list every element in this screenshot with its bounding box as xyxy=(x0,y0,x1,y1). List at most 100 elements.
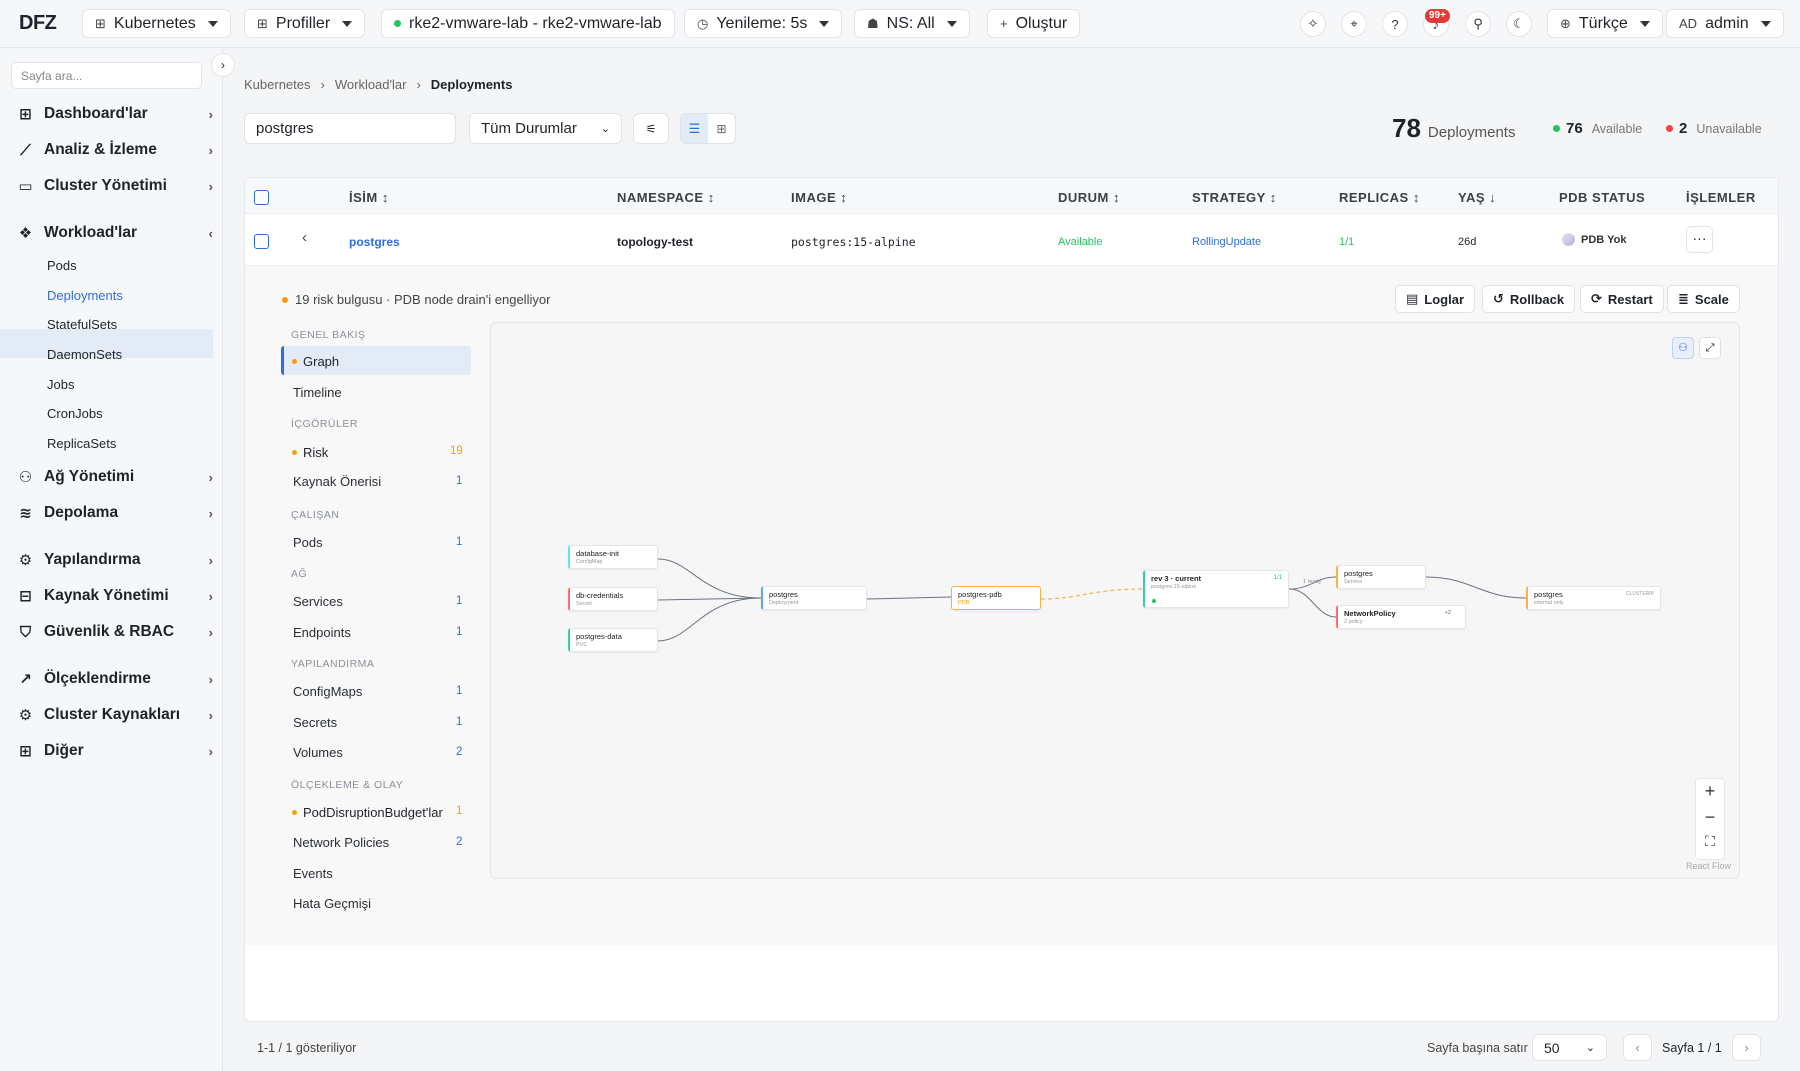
cluster-menu[interactable]: ⊞ Kubernetes xyxy=(82,9,231,38)
col-header-name[interactable]: İSİM ↕ xyxy=(349,190,389,205)
help-icon[interactable]: ? xyxy=(1382,11,1408,37)
react-flow-attribution[interactable]: React Flow xyxy=(1686,861,1732,871)
node-label: rev 3 · current xyxy=(1151,574,1202,583)
tab-services[interactable]: Services xyxy=(293,594,343,609)
sidebar-item-dashboards[interactable]: ⊞Dashboard'lar› xyxy=(17,102,213,126)
tab-timeline[interactable]: Timeline xyxy=(293,385,342,400)
namespace-selector[interactable]: ☗ NS: All xyxy=(854,9,970,38)
prev-page-button[interactable]: ‹ xyxy=(1623,1034,1652,1061)
page-search-input[interactable]: Sayfa ara... xyxy=(11,62,202,89)
sidebar-subitem-cronjobs[interactable]: CronJobs xyxy=(47,406,103,421)
breadcrumb-item[interactable]: Kubernetes xyxy=(244,77,311,92)
col-header-pdb: PDB STATUS xyxy=(1559,190,1645,205)
grid-view-icon[interactable]: ⊞ xyxy=(716,121,727,136)
scale-button[interactable]: ≣Scale xyxy=(1667,285,1740,313)
filter-settings-icon[interactable]: ⚟ xyxy=(633,113,669,144)
sidebar-item-cluster-resources[interactable]: ⚙Cluster Kaynakları› xyxy=(17,703,213,727)
tab-risk[interactable]: Risk xyxy=(292,445,328,460)
sidebar-collapse-button[interactable]: › xyxy=(211,53,235,77)
sidebar-subitem-statefulsets[interactable]: StatefulSets xyxy=(47,317,118,332)
rollback-button[interactable]: ↺Rollback xyxy=(1482,285,1576,313)
sidebar-subitem-deployments[interactable]: Deployments xyxy=(47,288,123,303)
row-age: 26d xyxy=(1458,236,1477,248)
col-header-strategy[interactable]: STRATEGY ↕ xyxy=(1192,190,1277,205)
sidebar-item-other[interactable]: ⊞Diğer› xyxy=(17,739,213,763)
tab-volumes[interactable]: Volumes xyxy=(293,745,343,760)
sidebar-item-storage[interactable]: ≋Depolama› xyxy=(17,501,213,525)
sidebar-item-resources[interactable]: ⊟Kaynak Yönetimi› xyxy=(17,584,213,608)
sidebar-item-analytics[interactable]: ⟋Analiz & İzleme› xyxy=(17,138,213,162)
endpoints-count: 1 xyxy=(456,626,463,638)
breadcrumb-item[interactable]: Workload'lar xyxy=(334,77,407,92)
tab-graph[interactable]: Graph xyxy=(292,354,339,369)
status-filter[interactable]: Tüm Durumlar ⌄ xyxy=(469,113,622,144)
restart-button[interactable]: ⟳Restart xyxy=(1580,285,1664,313)
sidebar-item-cluster[interactable]: ▭Cluster Yönetimi› xyxy=(17,174,213,198)
list-view-icon[interactable]: ☰ xyxy=(681,114,708,143)
row-actions-menu-icon[interactable]: ··· xyxy=(1686,226,1713,253)
unavailable-count: 2 xyxy=(1679,120,1688,137)
moon-icon[interactable]: ☾ xyxy=(1506,11,1532,37)
sidebar-subitem-pods[interactable]: Pods xyxy=(47,258,77,273)
sidebar-item-security[interactable]: ⛉Güvenlik & RBAC› xyxy=(17,620,213,644)
logs-button[interactable]: ▤Loglar xyxy=(1395,285,1476,313)
col-header-replicas[interactable]: REPLICAS ↕ xyxy=(1339,190,1420,205)
col-header-status[interactable]: DURUM ↕ xyxy=(1058,190,1121,205)
tab-secrets[interactable]: Secrets xyxy=(293,715,338,730)
per-page-select[interactable]: 50⌄ xyxy=(1532,1034,1607,1061)
collapse-row-icon[interactable]: ‹ xyxy=(302,229,307,246)
zoom-out-icon[interactable]: − xyxy=(1704,807,1716,827)
col-header-namespace[interactable]: NAMESPACE ↕ xyxy=(617,190,715,205)
context-selector[interactable]: rke2-vmware-lab - rke2-vmware-lab xyxy=(381,9,675,38)
fit-view-icon[interactable]: ⛶ xyxy=(1705,833,1715,849)
tab-events[interactable]: Events xyxy=(293,866,333,881)
create-button[interactable]: + Oluştur xyxy=(987,9,1081,38)
sidebar-item-workloads[interactable]: ❖Workload'lar‹ xyxy=(17,221,213,245)
col-header-image[interactable]: IMAGE ↕ xyxy=(791,190,848,205)
search-input[interactable]: postgres xyxy=(244,113,456,144)
sidebar-item-configuration[interactable]: ⚙Yapılandırma› xyxy=(17,548,213,572)
tab-error-history[interactable]: Hata Geçmişi xyxy=(293,896,372,911)
row-name-link[interactable]: postgres xyxy=(349,235,400,249)
next-page-button[interactable]: › xyxy=(1732,1034,1761,1061)
ai-assist-icon[interactable]: ✧ xyxy=(1300,11,1326,37)
zoom-in-icon[interactable]: + xyxy=(1704,781,1716,801)
scan-icon[interactable]: ⌖ xyxy=(1341,11,1367,37)
language-selector[interactable]: ⊕ Türkçe xyxy=(1547,9,1663,38)
top-bar: DFZ ⊞ Kubernetes ⊞ Profiller rke2-vmware… xyxy=(0,0,1800,48)
tab-endpoints[interactable]: Endpoints xyxy=(293,625,351,640)
sidebar-item-scaling[interactable]: ↗Ölçeklendirme› xyxy=(17,667,213,691)
layout-toggle-icon[interactable]: ⚇ xyxy=(1672,337,1694,359)
col-header-age[interactable]: YAŞ ↓ xyxy=(1458,190,1497,205)
risk-warning: 19 risk bulgusu · PDB node drain'i engel… xyxy=(282,292,550,307)
sidebar-subitem-jobs[interactable]: Jobs xyxy=(47,377,75,392)
profiles-menu[interactable]: ⊞ Profiller xyxy=(244,9,366,38)
tab-pods[interactable]: Pods xyxy=(293,535,323,550)
tab-configmaps[interactable]: ConfigMaps xyxy=(293,684,363,699)
tab-resource-recommendation[interactable]: Kaynak Önerisi xyxy=(293,474,382,489)
sidebar-subitem-daemonsets[interactable]: DaemonSets xyxy=(47,347,123,362)
sidebar-item-network[interactable]: ⚇Ağ Yönetimi› xyxy=(17,465,213,489)
refresh-selector[interactable]: ◷ Yenileme: 5s xyxy=(684,9,843,38)
pods-count: 1 xyxy=(456,536,463,548)
row-checkbox[interactable] xyxy=(254,234,269,249)
select-all-checkbox[interactable] xyxy=(254,190,269,205)
chevron-right-icon: › xyxy=(208,707,213,723)
app-logo[interactable]: DFZ xyxy=(19,12,57,34)
user-menu[interactable]: AD admin xyxy=(1666,9,1784,38)
pin-icon[interactable]: ⚲ xyxy=(1465,11,1491,37)
tab-network-policies[interactable]: Network Policies xyxy=(293,835,390,850)
tab-pdb[interactable]: PodDisruptionBudget'lar xyxy=(292,805,443,820)
sidebar-subitem-replicasets[interactable]: ReplicaSets xyxy=(47,436,117,451)
fullscreen-icon[interactable]: ⤢ xyxy=(1699,337,1721,359)
